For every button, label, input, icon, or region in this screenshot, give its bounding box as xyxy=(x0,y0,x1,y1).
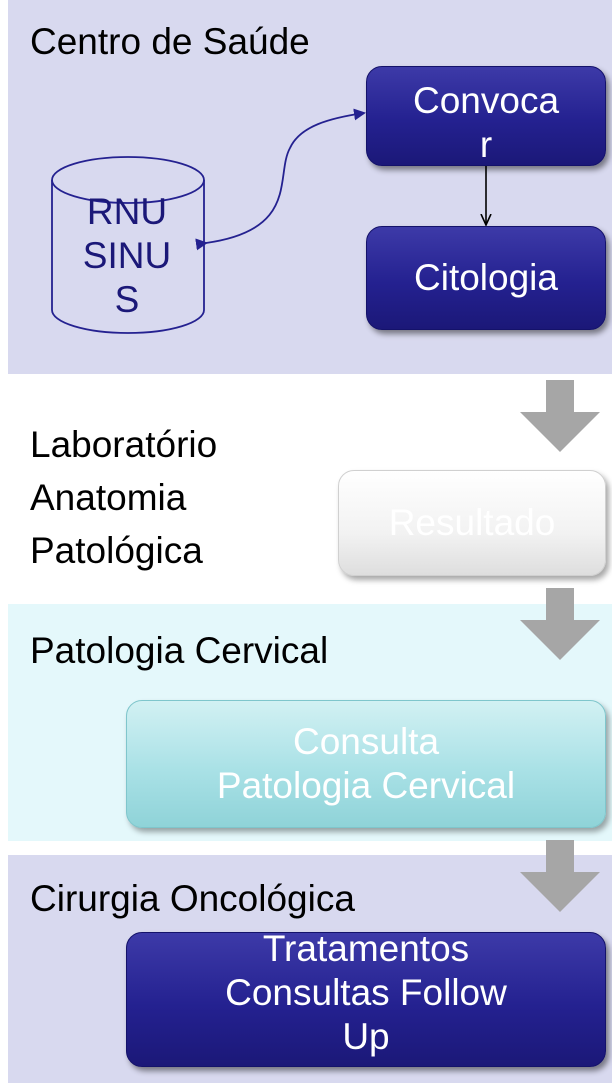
database-label: RNU SINU S xyxy=(82,191,172,320)
patologia-cervical-title: Patologia Cervical xyxy=(30,630,329,671)
citologia-label: Citologia xyxy=(414,257,558,298)
consulta-label: Consulta Patologia Cervical xyxy=(216,721,516,806)
chevron-down-arrow-icon xyxy=(520,588,600,660)
citologia-box[interactable]: Citologia xyxy=(366,226,606,330)
laboratorio-title: Laboratório Anatomia Patológica xyxy=(30,424,218,571)
tratamentos-label: Tratamentos Consultas Follow Up xyxy=(225,928,507,1057)
chevron-down-arrow-icon xyxy=(520,380,600,452)
convocar-label: Convoca r xyxy=(412,80,560,165)
resultado-label: Resultado xyxy=(388,502,556,543)
centro-saude-title: Centro de Saúde xyxy=(30,21,310,62)
cirurgia-oncologica-title: Cirurgia Oncológica xyxy=(30,878,355,919)
chevron-down-arrow-icon xyxy=(520,840,600,912)
convocar-box[interactable]: Convoca r xyxy=(366,66,606,166)
centro-saude-panel: Centro de Saúde xyxy=(8,0,612,374)
database-convocar-connector xyxy=(195,108,366,251)
tratamentos-box[interactable]: Tratamentos Consultas Follow Up xyxy=(126,928,606,1067)
resultado-box[interactable]: Resultado xyxy=(338,470,606,576)
consulta-box[interactable]: Consulta Patologia Cervical xyxy=(126,700,606,828)
